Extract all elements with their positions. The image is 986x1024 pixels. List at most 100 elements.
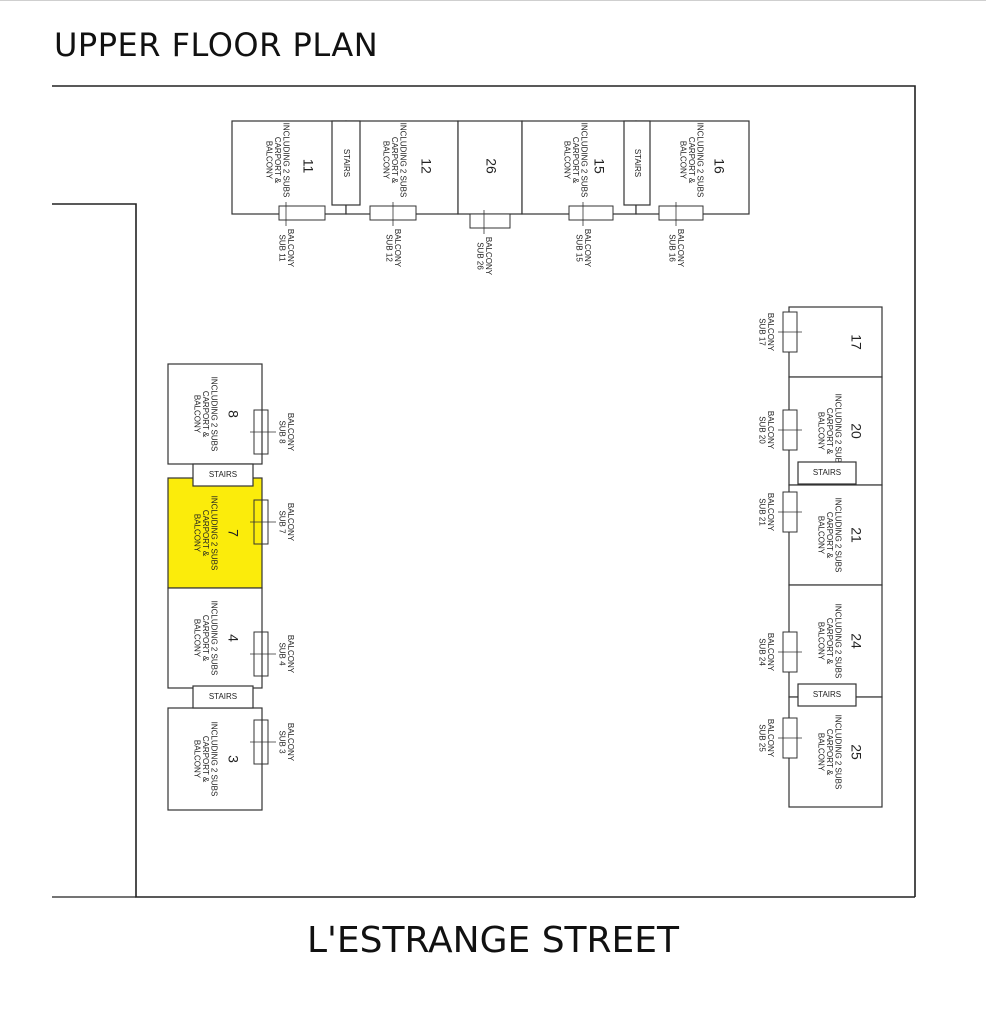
unit-17-balcony-label-line: SUB 17	[758, 318, 767, 346]
unit-8-number: 8	[225, 410, 241, 418]
unit-15-desc-line: BALCONY	[562, 141, 571, 180]
unit-15-desc-line: CARPORT &	[571, 137, 580, 184]
unit-8-desc-line: CARPORT &	[201, 391, 210, 438]
stairs-top-2-label-line: STAIRS	[633, 149, 642, 177]
unit-26-balcony-label-line: SUB 26	[476, 242, 485, 270]
unit-4-number: 4	[225, 634, 241, 642]
unit-4-desc-line: CARPORT &	[201, 615, 210, 662]
unit-17-number: 17	[848, 334, 864, 350]
unit-26-number-line: 26	[483, 158, 499, 174]
unit-25-balcony-label-line: BALCONY	[766, 719, 775, 758]
unit-20-balcony-label-line: SUB 20	[758, 416, 767, 444]
unit-20-balcony-label-line: BALCONY	[766, 411, 775, 450]
unit-3-balcony-label-line: BALCONY	[286, 723, 295, 762]
unit-21-balcony-label-line: SUB 21	[758, 498, 767, 526]
stairs-left-1-label-line: STAIRS	[209, 470, 237, 479]
unit-17-balcony-label-line: BALCONY	[766, 313, 775, 352]
unit-4-desc-line: BALCONY	[192, 619, 201, 658]
unit-7-desc-line: INCLUDING 2 SUBS	[209, 496, 218, 571]
unit-3-balcony-label-line: SUB 3	[278, 730, 287, 754]
unit-7-desc-line: BALCONY	[192, 514, 201, 553]
unit-26-number: 26	[483, 158, 499, 174]
unit-16-room	[635, 120, 750, 215]
unit-11-number: 11	[300, 159, 316, 174]
unit-24-desc-line: INCLUDING 2 SUBS	[833, 604, 842, 679]
unit-25-desc-line: CARPORT &	[825, 729, 834, 776]
unit-15-number-line: 15	[591, 158, 607, 174]
unit-11-number-line: 11	[300, 159, 316, 174]
unit-15-balcony-label-line: SUB 15	[575, 234, 584, 262]
unit-4-balcony-label-line: SUB 4	[278, 642, 287, 666]
stairs-top-1-label: STAIRS	[342, 149, 351, 177]
unit-3-desc-line: CARPORT &	[201, 736, 210, 783]
unit-25-balcony-label-line: SUB 25	[758, 724, 767, 752]
stairs-top-1-label-line: STAIRS	[342, 149, 351, 177]
unit-7-balcony-label-line: BALCONY	[286, 503, 295, 542]
unit-11-desc-line: CARPORT &	[273, 137, 282, 184]
unit-25-room	[788, 696, 883, 808]
unit-7-number-line: 7	[225, 529, 241, 537]
stairs-left-1-box	[192, 463, 254, 487]
unit-4-desc-line: INCLUDING 2 SUBS	[209, 601, 218, 676]
unit-24-balcony-label-line: SUB 24	[758, 638, 767, 666]
unit-21-desc-line: BALCONY	[816, 516, 825, 555]
unit-25-desc-line: BALCONY	[816, 733, 825, 772]
unit-7-number: 7	[225, 529, 241, 537]
stairs-top-1: STAIRS	[331, 120, 361, 206]
unit-11-desc-line: INCLUDING 2 SUBS	[281, 123, 290, 198]
unit-8-number-line: 8	[225, 410, 241, 418]
stairs-top-2: STAIRS	[623, 120, 651, 206]
unit-12-balcony-label-line: BALCONY	[393, 229, 402, 268]
unit-3-number: 3	[225, 755, 241, 763]
unit-17-room	[788, 306, 883, 378]
stairs-right-1-label: STAIRS	[813, 468, 841, 477]
unit-21-desc-line: CARPORT &	[825, 512, 834, 559]
unit-15-balcony	[568, 205, 614, 221]
stairs-left-2-label: STAIRS	[209, 692, 237, 701]
unit-3-room	[167, 707, 263, 811]
unit-16-desc-line: CARPORT &	[687, 137, 696, 184]
unit-25-number: 25	[848, 744, 864, 760]
stairs-left-2-box	[192, 685, 254, 709]
unit-11-room	[231, 120, 347, 215]
unit-12-desc-line: CARPORT &	[390, 137, 399, 184]
site-boundary-inner	[52, 203, 915, 898]
stairs-right-2-box	[797, 683, 857, 707]
unit-16-number: 16	[711, 158, 727, 174]
unit-12-balcony-label-line: SUB 12	[385, 234, 394, 262]
unit-12-number: 12	[418, 158, 434, 174]
unit-20-number-line: 20	[848, 423, 864, 439]
stairs-right-2-label-line: STAIRS	[813, 690, 841, 699]
stairs-left-2-label-line: STAIRS	[209, 692, 237, 701]
unit-8-desc-line: INCLUDING 2 SUBS	[209, 377, 218, 452]
